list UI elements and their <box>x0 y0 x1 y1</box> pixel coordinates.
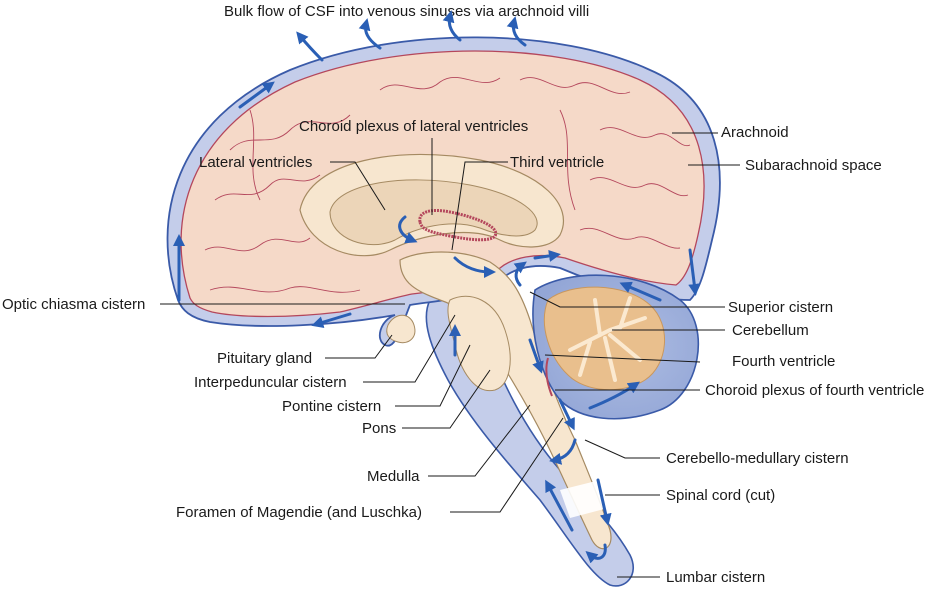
gyri-pattern <box>204 77 691 293</box>
label-arachnoid: Arachnoid <box>721 124 789 141</box>
choroid-plexus-lateral <box>418 208 498 242</box>
label-third-ventricle: Third ventricle <box>510 154 604 171</box>
label-cerebello-medullary-cistern: Cerebello-medullary cistern <box>666 450 849 467</box>
label-cerebellum: Cerebellum <box>732 322 809 339</box>
label-subarachnoid-space: Subarachnoid space <box>745 157 882 174</box>
label-lumbar-cistern: Lumbar cistern <box>666 569 765 586</box>
label-interpeduncular-cistern: Interpeduncular cistern <box>194 374 347 391</box>
label-foramen-magendie: Foramen of Magendie (and Luschka) <box>176 504 422 521</box>
label-lateral-ventricles: Lateral ventricles <box>199 154 312 171</box>
label-optic-chiasma-cistern: Optic chiasma cistern <box>2 296 145 313</box>
title-label: Bulk flow of CSF into venous sinuses via… <box>224 3 589 20</box>
leader-lines <box>160 132 740 578</box>
csf-flow-arrows <box>173 10 701 564</box>
spinal-cut <box>560 480 608 518</box>
lateral-ventricle <box>329 179 538 246</box>
label-pituitary-gland: Pituitary gland <box>217 350 312 367</box>
label-fourth-ventricle: Fourth ventricle <box>732 353 835 370</box>
pituitary-gland <box>386 314 416 344</box>
label-choroid-plexus-fourth: Choroid plexus of fourth ventricle <box>705 382 924 399</box>
label-medulla: Medulla <box>367 468 420 485</box>
label-pontine-cistern: Pontine cistern <box>282 398 381 415</box>
label-spinal-cord: Spinal cord (cut) <box>666 487 775 504</box>
arbor-vitae <box>568 296 647 382</box>
label-superior-cistern: Superior cistern <box>728 299 833 316</box>
label-pons: Pons <box>362 420 396 437</box>
label-choroid-plexus-lateral: Choroid plexus of lateral ventricles <box>299 118 528 135</box>
choroid-plexus-fourth <box>545 357 553 397</box>
